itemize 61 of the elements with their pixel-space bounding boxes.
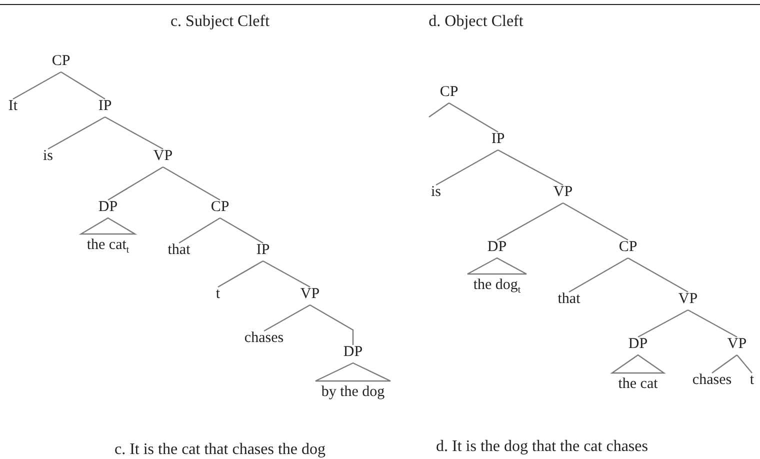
tree-branch (108, 166, 164, 201)
tree-node-label: IP (97, 99, 113, 115)
tree-node-label: chases (243, 331, 285, 347)
tree-node-label: VP (677, 292, 699, 308)
tree-node-label: VP (299, 287, 321, 303)
tree-node-label: DP (97, 200, 119, 216)
tree-branch (688, 309, 738, 338)
tree-branch (448, 102, 498, 133)
tree-node-label: CP (50, 54, 72, 70)
tree-node-label: DP (486, 240, 508, 256)
tree-node-label: that (166, 243, 192, 259)
tree-node-label: It (7, 99, 19, 115)
tree-node-label: t (748, 373, 756, 389)
tree-node-label: CP (618, 240, 638, 256)
constituent-triangle (610, 354, 666, 374)
phrase-text: the cat$_{t}$ (80, 234, 136, 254)
tree-node-label: is (430, 185, 442, 201)
tree-branch (162, 166, 220, 201)
tree-node-label: VP (152, 149, 174, 165)
tree-branch (178, 217, 220, 244)
tree-branch (712, 354, 738, 374)
tree-node-label: that (556, 292, 582, 308)
constituent-triangle (466, 257, 528, 275)
tree-node-label: VP (726, 337, 748, 353)
tree-branch (498, 149, 564, 186)
tree-branch (428, 102, 450, 118)
tree-node-label: DP (342, 345, 364, 361)
tree-branch (218, 260, 264, 288)
tree-branch (264, 304, 310, 332)
tree-branch (60, 71, 106, 100)
phrase-text: the dog$_{t}$ (466, 274, 528, 294)
phrase-text: by the dog (314, 381, 392, 401)
tree-node-label: CP (210, 200, 230, 216)
tree-node-label: CP (438, 85, 460, 101)
tree-node-label: VP (552, 185, 574, 201)
tree-node-label: DP (627, 337, 649, 353)
tree-branch (104, 116, 164, 150)
tree-branch (48, 116, 106, 150)
tree-branch (12, 71, 62, 100)
tree-branch (736, 354, 752, 374)
tree-branch (638, 309, 688, 338)
phrase-text: the cat (611, 373, 665, 393)
tree-branch (262, 260, 310, 288)
tree-node-label: t (214, 287, 222, 303)
tree-node-label: IP (490, 132, 506, 148)
tree-branch (496, 202, 564, 241)
constituent-triangle (314, 362, 392, 382)
tree-node-label: IP (255, 243, 271, 259)
tree-node-label: is (42, 149, 54, 165)
tree-branch (220, 217, 264, 244)
tree-branch (436, 149, 498, 186)
tree-branch (628, 257, 688, 293)
tree-branch (568, 257, 628, 293)
tree-branch (310, 304, 354, 345)
constituent-triangle (78, 217, 138, 235)
panel-title: d. Object Cleft (428, 13, 524, 31)
tree-branch (562, 202, 628, 241)
panel-title: c. Subject Cleft (170, 13, 270, 31)
tree-node-label: chases (691, 373, 733, 389)
sentence-caption: c. It is the cat that chases the dog (114, 441, 326, 459)
sentence-caption: d. It is the dog that the cat chases (436, 438, 648, 456)
